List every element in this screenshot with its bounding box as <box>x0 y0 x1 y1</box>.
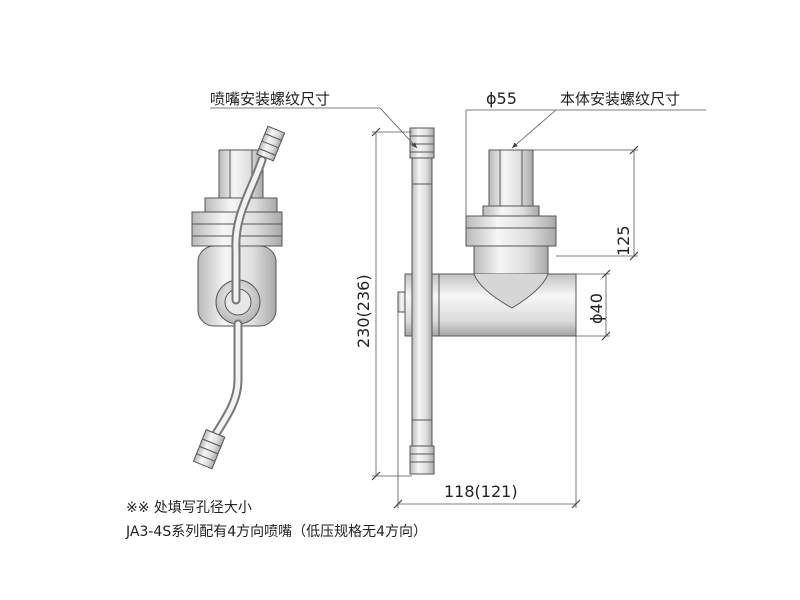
side-top-nut <box>488 149 534 207</box>
front-view <box>191 125 286 470</box>
upper-nozzle-tip <box>256 125 286 162</box>
note-series: JA3-4S系列配有4方向喷嘴（低压规格无4方向） <box>126 524 428 540</box>
top-diameter-dim: ϕ55 <box>486 89 517 108</box>
body-thread-label: 本体安装螺纹尺寸 <box>560 90 680 108</box>
lower-nozzle-tip <box>192 429 226 470</box>
side-view <box>397 127 577 475</box>
side-lower-tip <box>409 445 435 475</box>
height-dim: 125 <box>614 225 633 256</box>
side-upper-tip <box>409 127 435 159</box>
dimension-ticks <box>371 127 639 509</box>
side-tube <box>411 149 433 461</box>
dimension-lines <box>210 107 706 508</box>
nozzle-thread-label: 喷嘴安装螺纹尺寸 <box>210 90 330 108</box>
side-diameter-dim: ϕ40 <box>587 293 606 324</box>
width-dim: 118(121) <box>444 482 518 501</box>
length-dim: 230(236) <box>354 274 373 348</box>
side-flange <box>465 215 557 247</box>
note-hole-size: ※※ 处填写孔径大小 <box>126 500 252 516</box>
